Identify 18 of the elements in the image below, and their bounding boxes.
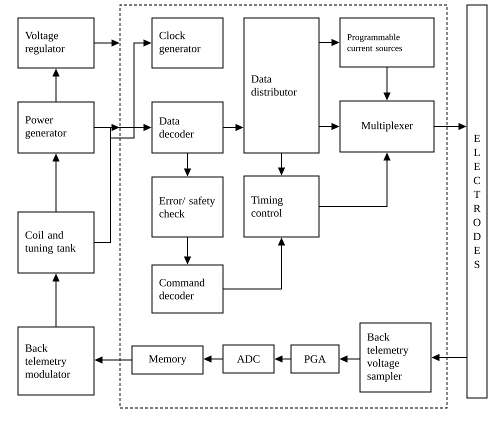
block-box: Data decoder [152,102,224,154]
block-box: Voltage regulator [18,18,94,68]
block-box: Coil and tuning tank [18,212,94,274]
block-box: Memory [132,346,204,374]
block-box: Back telemetry voltage sampler [360,322,432,392]
block-box: Multiplexer [340,100,434,152]
dashed-boundary-box [120,4,448,408]
block-box: Programmable current sources [340,18,434,68]
electrode-bar: ELECTRODES [466,4,488,398]
block-box: PGA [290,344,340,374]
block-box: Clock generator [152,18,224,68]
block-box: ADC [222,344,274,374]
block-box: Data distributor [244,18,320,154]
block-box: Power generator [18,102,94,154]
block-box: Back telemetry modulator [18,326,94,396]
block-box: Error/ safety check [152,176,224,238]
block-box: Timing control [244,176,320,238]
block-box: Command decoder [152,264,224,314]
